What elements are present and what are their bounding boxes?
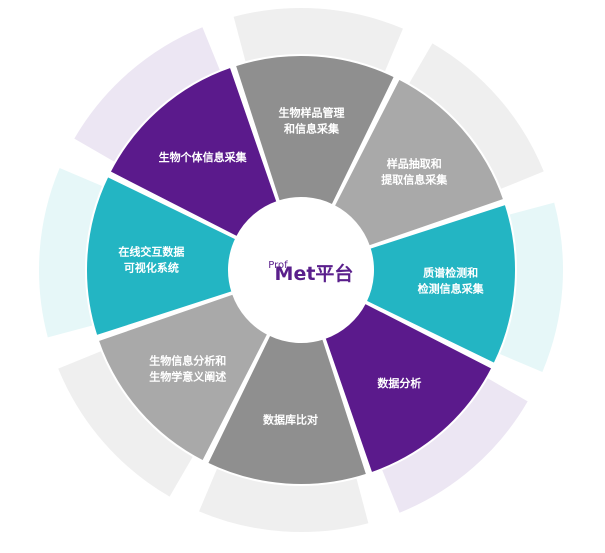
- segment-extraction[interactable]: [332, 77, 506, 248]
- segment-ms-detection[interactable]: [364, 202, 517, 366]
- label-line: 生物学意义阐述: [149, 369, 226, 383]
- label-bio-interpret: 生物信息分析和生物学意义阐述: [149, 353, 226, 383]
- center-title: Met平台: [275, 262, 354, 285]
- label-line: 样品抽取和: [387, 157, 442, 171]
- label-line: 在线交互数据: [118, 245, 184, 259]
- segment-ring: [85, 54, 517, 486]
- label-online-visual: 在线交互数据可视化系统: [118, 245, 184, 275]
- segment-sample-info[interactable]: [233, 54, 397, 207]
- center-hub: Prof Met平台: [231, 200, 371, 340]
- label-db-compare: 数据库比对: [263, 413, 318, 427]
- label-line: 生物个体信息采集: [159, 150, 248, 164]
- halo-bio-interpret: [58, 350, 194, 497]
- label-extraction: 样品抽取和提取信息采集: [381, 157, 448, 187]
- segment-individual-info[interactable]: [108, 65, 279, 239]
- label-line: 检测信息采集: [418, 281, 485, 295]
- segment-data-analysis[interactable]: [323, 301, 494, 475]
- halo-extraction: [408, 43, 544, 190]
- label-line: 提取信息采集: [381, 173, 448, 187]
- label-line: 可视化系统: [124, 261, 179, 275]
- center-circle: [231, 200, 371, 340]
- segment-bio-interpret[interactable]: [96, 292, 270, 463]
- label-ms-detection: 质谱检测和检测信息采集: [418, 265, 485, 295]
- label-line: 质谱检测和: [423, 265, 478, 279]
- label-line: 和信息采集: [284, 121, 340, 135]
- halo-data-analysis: [381, 377, 528, 513]
- label-line: 生物信息分析和: [149, 353, 226, 367]
- label-line: 生物样品管理: [278, 105, 344, 119]
- label-data-analysis: 数据分析: [377, 376, 421, 390]
- segment-online-visual[interactable]: [85, 174, 238, 338]
- label-sample-info: 生物样品管理和信息采集: [278, 105, 344, 135]
- halo-individual-info: [74, 27, 221, 163]
- label-line: 数据库比对: [263, 413, 318, 427]
- center-superscript: Prof: [268, 260, 288, 271]
- segment-labels: 生物样品管理和信息采集样品抽取和提取信息采集质谱检测和检测信息采集数据分析数据库…: [118, 105, 484, 426]
- label-line: 数据分析: [377, 376, 421, 390]
- segment-db-compare[interactable]: [205, 333, 369, 486]
- label-individual-info: 生物个体信息采集: [159, 150, 248, 164]
